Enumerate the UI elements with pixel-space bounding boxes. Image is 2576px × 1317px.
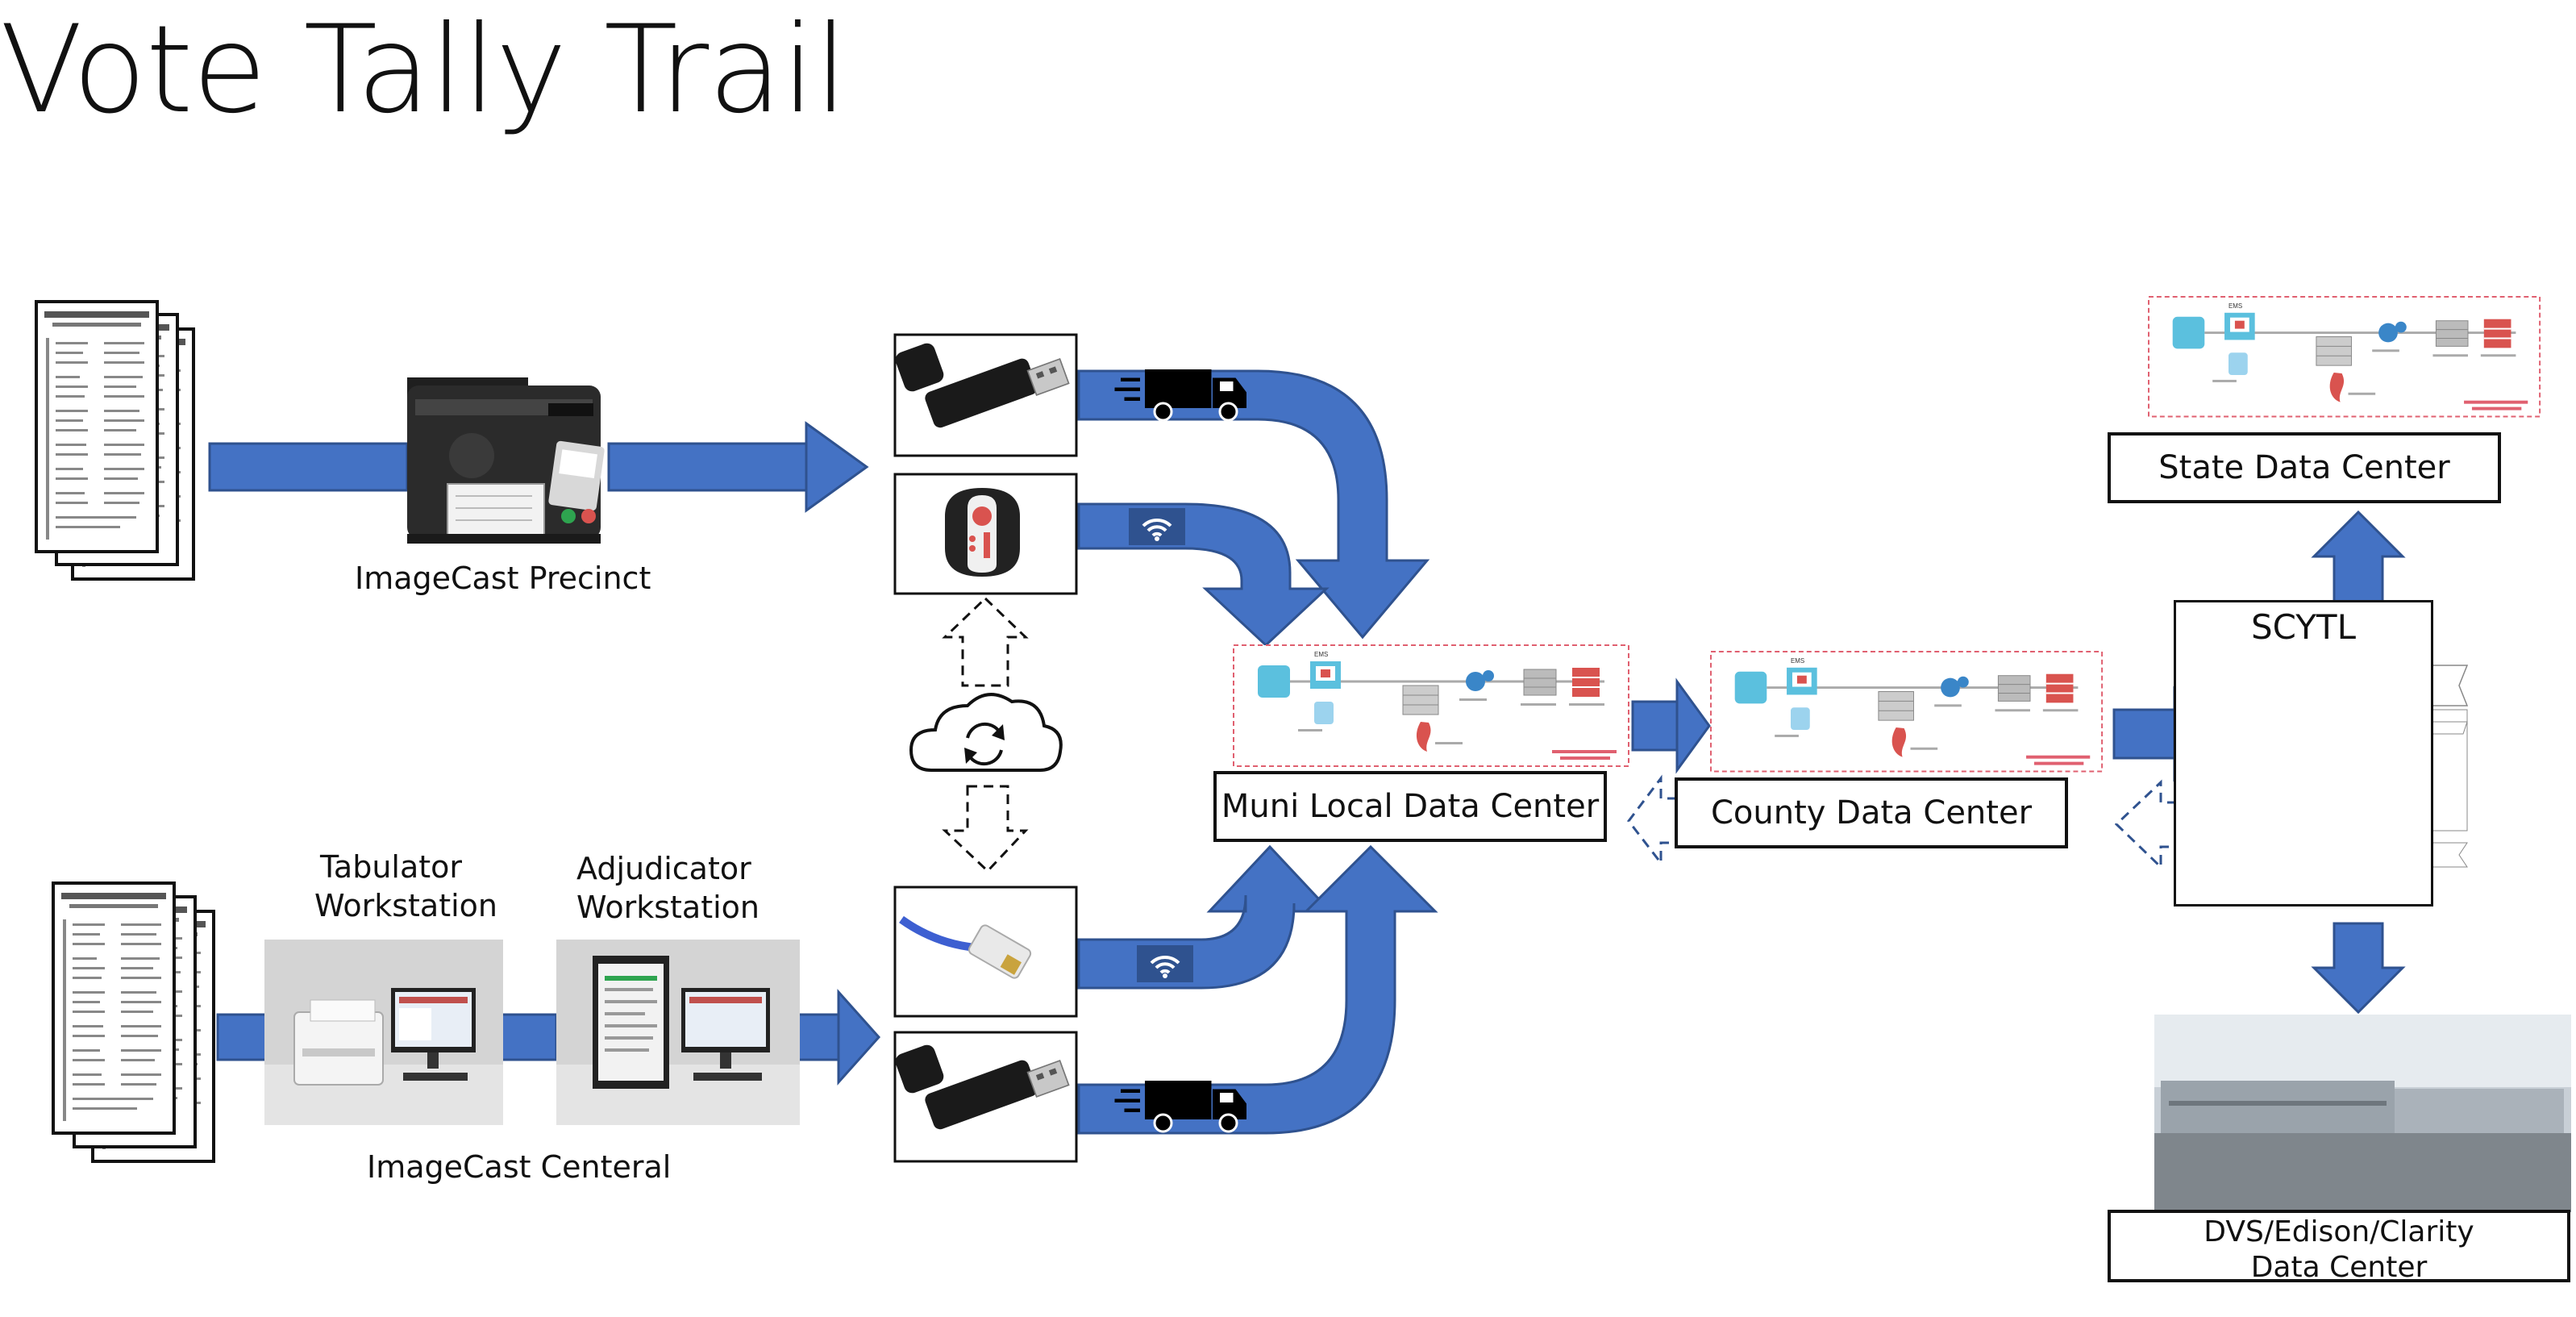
flow-arrow: [1631, 677, 1711, 774]
imagecast-central-label: ImageCast Centeral: [367, 1149, 672, 1185]
ballot-icon: [35, 300, 195, 581]
county-data-center-box: County Data Center: [1675, 777, 2068, 848]
wifi-icon: [1127, 506, 1187, 547]
muni-network-diagram: [1232, 644, 1630, 768]
flow-arrow: [1077, 502, 1330, 648]
cellular-modem-icon: [945, 488, 1020, 577]
flow-arrow: [2311, 922, 2406, 1015]
adjudicator-workstation-image: [556, 940, 800, 1125]
flow-arrow: [797, 989, 881, 1086]
adjudicator-workstation-label: Adjudicator Workstation: [576, 851, 759, 925]
dashed-arrow-down: [942, 785, 1029, 873]
wifi-icon: [1135, 944, 1195, 984]
flow-arrow: [216, 1013, 268, 1061]
cloud-sync-icon: [909, 693, 1063, 772]
ballot-icon: [52, 881, 215, 1163]
flow-arrow: [498, 1013, 558, 1061]
imagecast-precinct-label: ImageCast Precinct: [355, 561, 651, 596]
county-network-diagram: [1709, 650, 2104, 773]
tabulator-workstation-image: [264, 940, 503, 1125]
scytl-box: SCYTL: [2174, 600, 2433, 906]
tabulator-workstation-label: Tabulator Workstation: [314, 849, 497, 923]
scytl-title: SCYTL: [2251, 607, 2356, 647]
ethernet-cable-icon: [899, 915, 1032, 979]
page-title: Vote Tally Trail: [0, 0, 848, 140]
muni-data-center-box: Muni Local Data Center: [1213, 771, 1607, 842]
flow-arrow: [1077, 844, 1438, 1135]
imagecast-precinct-scanner: [407, 377, 605, 544]
dashed-arrow-up: [942, 596, 1029, 687]
data-center-building-image: [2154, 1015, 2571, 1212]
flow-arrow: [2311, 510, 2406, 606]
dvs-data-center-box: DVS/Edison/Clarity Data Center: [2108, 1210, 2570, 1284]
state-data-center-box: State Data Center: [2108, 432, 2501, 503]
flow-arrow: [1077, 369, 1430, 640]
state-network-diagram: [2147, 295, 2541, 418]
flow-arrow: [1077, 844, 1334, 990]
flow-arrow: [607, 421, 869, 513]
flow-arrow: [208, 442, 409, 492]
